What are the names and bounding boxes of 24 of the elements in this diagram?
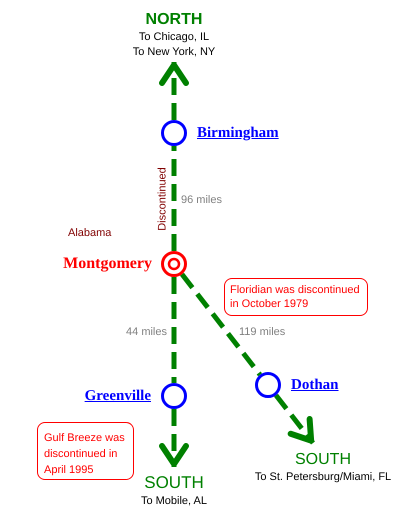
callout-note: Gulf Breeze was discontinued in April 1995 — [37, 422, 134, 480]
route-line — [172, 277, 176, 383]
destination-text: To St. Petersburg/Miami, FL — [254, 470, 392, 485]
destination-text: To Chicago, IL — [138, 30, 210, 45]
status-label: Discontinued — [156, 167, 170, 231]
station-name: Greenville — [84, 387, 151, 405]
edge-label: 44 miles — [125, 326, 168, 338]
callout-note: Floridian was discontinued in October 1979 — [224, 278, 368, 316]
route-line — [172, 146, 176, 251]
station-name: Birmingham — [197, 124, 279, 142]
edge-label: 119 miles — [238, 326, 286, 338]
region-label: Alabama — [68, 226, 112, 240]
arrow — [274, 394, 315, 445]
destination-text: To New York, NY — [132, 45, 216, 60]
direction-heading: NORTH — [146, 10, 202, 30]
direction-heading: SOUTH — [295, 450, 351, 470]
station-name: Dothan — [291, 376, 339, 394]
arrow — [159, 409, 189, 467]
edge-label: 96 miles — [180, 194, 223, 206]
arrow — [159, 62, 189, 120]
station-name: Montgomery — [63, 255, 152, 273]
destination-text: To Mobile, AL — [140, 494, 208, 509]
route-line — [180, 272, 262, 376]
direction-heading: SOUTH — [144, 472, 204, 494]
